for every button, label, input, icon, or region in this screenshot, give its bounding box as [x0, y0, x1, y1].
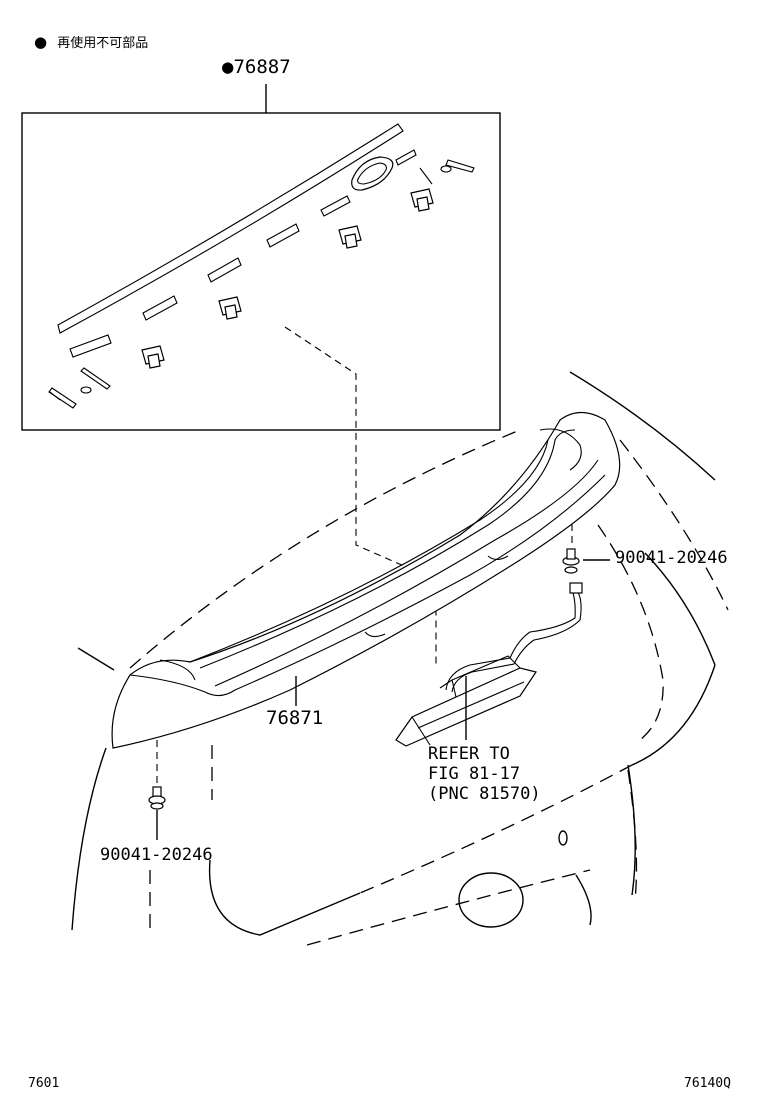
emblem-recess — [458, 872, 524, 928]
kit-inset — [21, 84, 501, 431]
legend-text: 再使用不可部品 — [57, 36, 149, 51]
spoiler — [111, 411, 621, 749]
part-label-kit: ●76887 — [222, 56, 291, 78]
refer-line-1: REFER TO — [428, 744, 510, 764]
part-label-screw-right: 90041-20246 — [615, 548, 728, 568]
refer-note: REFER TO FIG 81-17 (PNC 81570) — [428, 744, 541, 804]
part-label-spoiler: 76871 — [266, 707, 324, 729]
footer-code-left: 7601 — [28, 1076, 60, 1091]
refer-line-2: FIG 81-17 — [428, 764, 521, 784]
camera-hole — [558, 830, 568, 846]
legend: ● 再使用不可部品 — [34, 32, 148, 51]
legend-bullet: ● — [34, 33, 48, 51]
end-pieces — [48, 159, 475, 409]
clips — [141, 188, 434, 369]
adhesive-pads — [69, 149, 417, 358]
refer-line-3: (PNC 81570) — [428, 784, 541, 804]
footer-code-right: 76140Q — [684, 1076, 731, 1091]
tape-strip — [57, 123, 404, 334]
stop-lamp-assembly — [395, 582, 583, 747]
oval-seal — [351, 156, 394, 191]
screw-right — [562, 548, 610, 574]
screw-left — [148, 786, 166, 840]
part-label-screw-left: 90041-20246 — [100, 845, 213, 865]
back-door-outline — [71, 371, 729, 946]
